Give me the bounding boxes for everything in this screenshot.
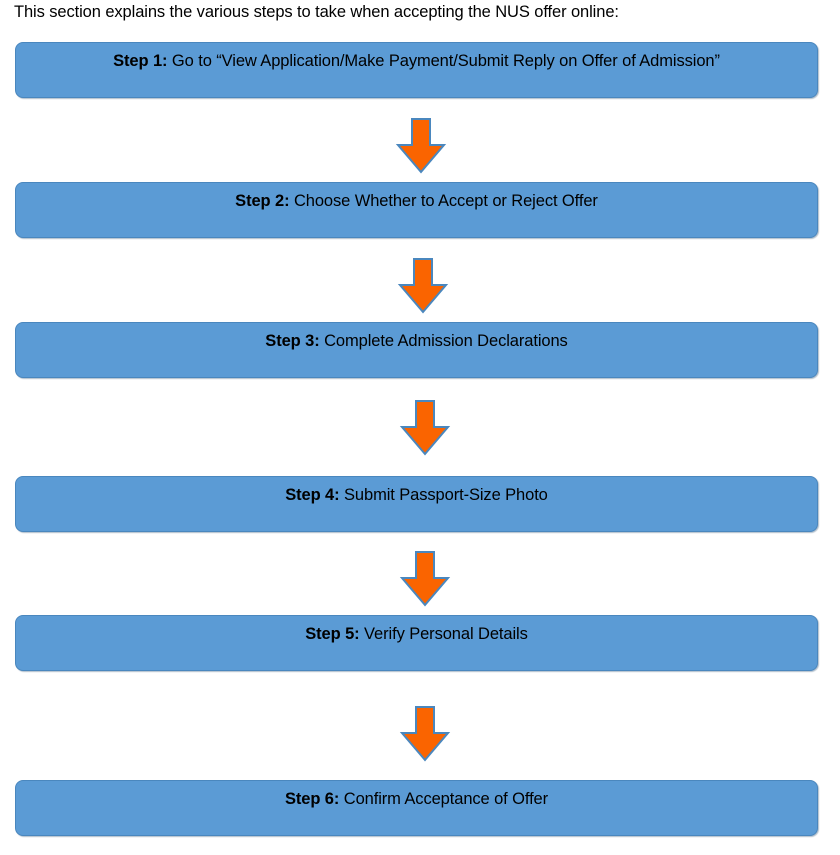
step-text-4: Submit Passport-Size Photo [339, 486, 548, 504]
step-box-6: Step 6: Confirm Acceptance of Offer [15, 780, 818, 836]
arrow-down-icon [396, 399, 454, 457]
step-text-3: Complete Admission Declarations [319, 332, 568, 350]
step-text-2: Choose Whether to Accept or Reject Offer [289, 192, 598, 210]
step-number-2: Step 2: [235, 192, 290, 210]
step-box-3: Step 3: Complete Admission Declarations [15, 322, 818, 378]
step-label-1: Step 1: Go to “View Application/Make Pay… [113, 51, 720, 72]
arrow-down-icon [392, 117, 450, 175]
step-box-1: Step 1: Go to “View Application/Make Pay… [15, 42, 818, 98]
step-label-3: Step 3: Complete Admission Declarations [265, 331, 568, 352]
step-number-1: Step 1: [113, 52, 168, 70]
step-box-2: Step 2: Choose Whether to Accept or Reje… [15, 182, 818, 238]
step-text-6: Confirm Acceptance of Offer [339, 790, 549, 808]
step-number-3: Step 3: [265, 332, 320, 350]
step-text-1: Go to “View Application/Make Payment/Sub… [167, 52, 720, 70]
arrow-down-icon [396, 550, 454, 608]
step-label-4: Step 4: Submit Passport-Size Photo [285, 485, 548, 506]
intro-paragraph: This section explains the various steps … [14, 3, 619, 21]
step-number-5: Step 5: [305, 625, 360, 643]
arrow-down-icon [396, 705, 454, 763]
step-label-6: Step 6: Confirm Acceptance of Offer [285, 789, 548, 810]
step-text-5: Verify Personal Details [359, 625, 528, 643]
step-box-5: Step 5: Verify Personal Details [15, 615, 818, 671]
step-label-2: Step 2: Choose Whether to Accept or Reje… [235, 191, 598, 212]
step-label-5: Step 5: Verify Personal Details [305, 624, 528, 645]
step-box-4: Step 4: Submit Passport-Size Photo [15, 476, 818, 532]
step-number-6: Step 6: [284, 790, 340, 808]
arrow-down-icon [394, 257, 452, 315]
step-number-4: Step 4: [285, 486, 340, 504]
